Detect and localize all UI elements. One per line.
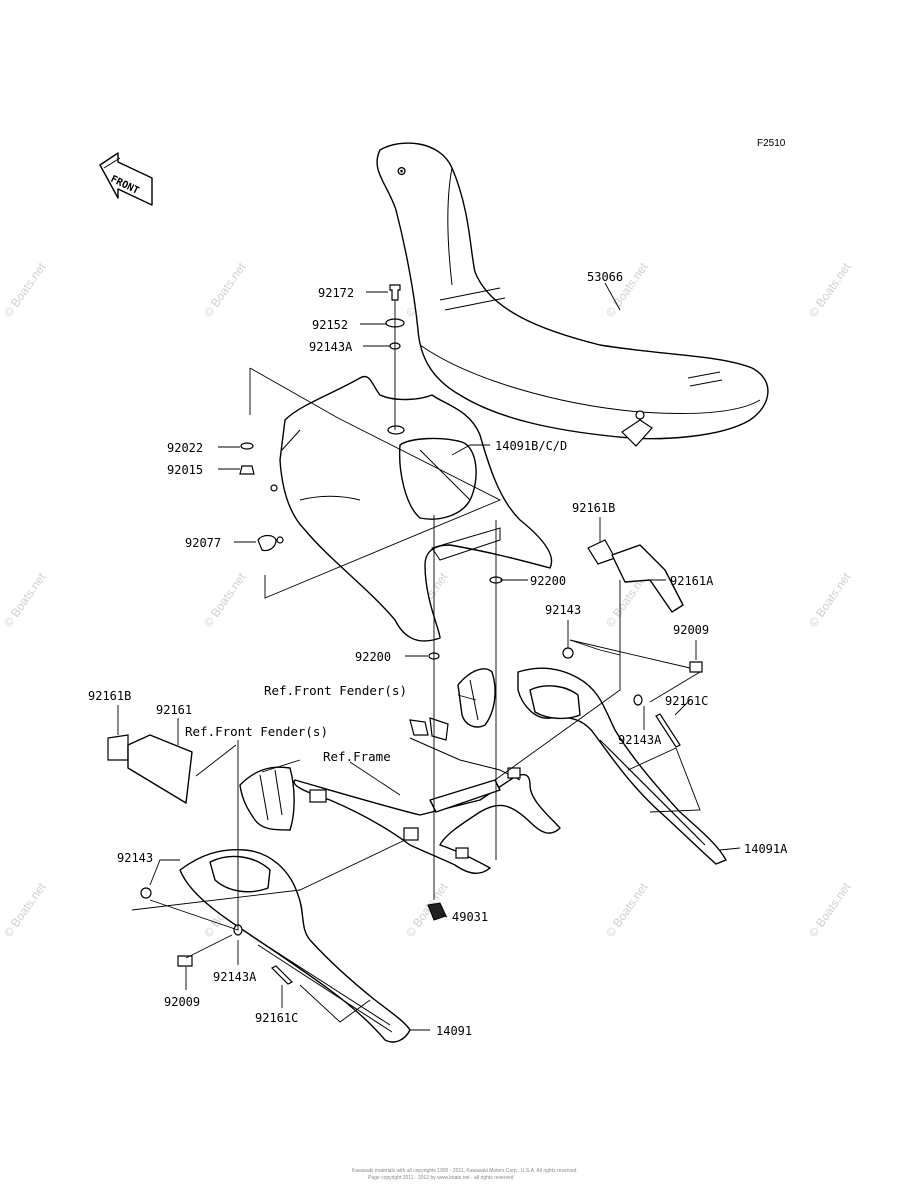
watermark: © Boats.net (403, 880, 451, 940)
label-92152: 92152 (312, 318, 348, 332)
label-92161b-right: 92161B (572, 501, 615, 515)
label-92143-right: 92143 (545, 603, 581, 617)
pad-92161a (611, 544, 684, 613)
label-92143a-right: 92143A (618, 733, 662, 747)
label-14091bcd: 14091B/C/D (495, 439, 567, 453)
label-14091a: 14091A (744, 842, 788, 856)
watermark: © Boats.net (806, 260, 854, 320)
watermark: © Boats.net (201, 570, 249, 630)
label-92161a: 92161A (670, 574, 714, 588)
ref-labels: Ref.Front Fender(s) Ref.Front Fender(s) … (185, 683, 407, 764)
ref-front-fender-left: Ref.Front Fender(s) (185, 724, 328, 739)
label-92022: 92022 (167, 441, 203, 455)
label-92009-left: 92009 (164, 995, 200, 1009)
watermark: © Boats.net (201, 260, 249, 320)
assembly-lines (131, 300, 701, 959)
label-49031: 49031 (452, 910, 488, 924)
label-14091: 14091 (436, 1024, 472, 1038)
figure-code: F2510 (757, 138, 786, 149)
footer: Kawasaki materials with all copyrights 1… (352, 1168, 578, 1181)
label-92077: 92077 (185, 536, 221, 550)
watermark: © Boats.net (603, 260, 651, 320)
label-92161c-right: 92161C (665, 694, 708, 708)
label-53066: 53066 (587, 270, 623, 284)
bolt-92009-right (689, 661, 703, 673)
strip-92161c-left (270, 965, 294, 985)
pad-92161b-right (587, 539, 616, 565)
small-parts (107, 284, 703, 985)
right-side-cover-part (517, 667, 727, 865)
seat-logo-text: ⊙ (396, 163, 407, 180)
footer-page-copyright: Page copyright 2011 - 2012 by www.boats.… (368, 1175, 514, 1181)
bolt-92009-left (177, 955, 193, 967)
label-92143-left: 92143 (117, 851, 153, 865)
strip-92161c-right (655, 713, 681, 748)
watermark: © Boats.net (1, 260, 49, 320)
label-92161c-left: 92161C (255, 1011, 298, 1025)
bolt-92172 (389, 284, 401, 301)
watermark: © Boats.net (603, 880, 651, 940)
part-labels: 53066 92172 92152 92143A 92022 92015 140… (88, 270, 788, 1038)
label-92172: 92172 (318, 286, 354, 300)
watermark: © Boats.net (806, 570, 854, 630)
watermark: © Boats.net (1, 880, 49, 940)
watermark: © Boats.net (806, 880, 854, 940)
right-fender-ref-part (457, 668, 496, 728)
label-92015: 92015 (167, 463, 203, 477)
washer-92143a-right (633, 694, 643, 706)
label-92200-upper: 92200 (530, 574, 566, 588)
pad-92161b-left (107, 734, 129, 761)
collar-92143-right (562, 647, 574, 659)
nut-92015 (239, 465, 255, 475)
ref-front-fender-right: Ref.Front Fender(s) (264, 683, 407, 698)
clip-92077 (257, 534, 277, 552)
pad-92161 (127, 734, 193, 804)
clip-49031 (427, 902, 447, 921)
label-92009-right: 92009 (673, 623, 709, 637)
leader-lines (117, 282, 741, 1031)
collar-92143-left (140, 887, 152, 899)
label-92161: 92161 (156, 703, 192, 717)
ref-frame: Ref.Frame (323, 749, 391, 764)
left-fender-ref-part (239, 766, 295, 831)
label-92143a-left: 92143A (213, 970, 257, 984)
bracket-outline (249, 367, 502, 599)
footer-copyright: Kawasaki materials with all copyrights 1… (352, 1168, 578, 1174)
washer-92022 (240, 442, 254, 450)
front-arrow-icon: FRONT (99, 152, 153, 206)
label-92143a-top: 92143A (309, 340, 353, 354)
seat-part: ⊙ (376, 142, 769, 447)
frame-ref-part (293, 717, 561, 874)
watermark: © Boats.net (1, 570, 49, 630)
label-92200-lower: 92200 (355, 650, 391, 664)
label-92161b-left: 92161B (88, 689, 131, 703)
